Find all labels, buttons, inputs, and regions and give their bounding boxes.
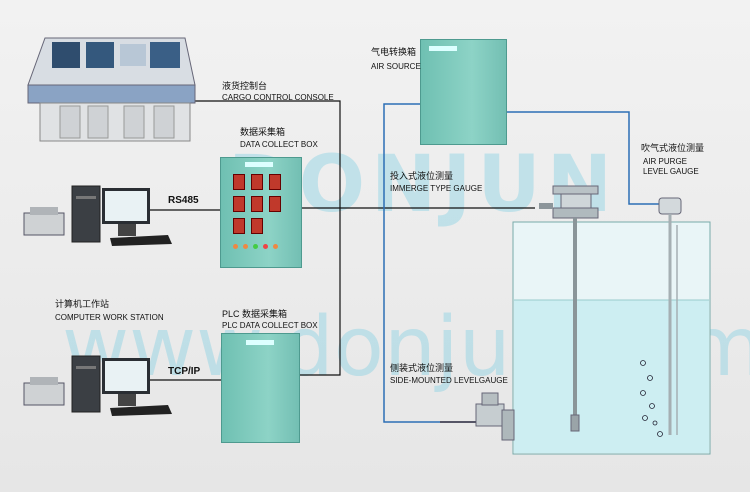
dcb-label-en: DATA COLLECT BOX xyxy=(240,140,318,149)
console-to-plc-line xyxy=(195,100,341,376)
data-collect-box xyxy=(220,157,302,268)
immerge-connector xyxy=(539,203,553,209)
console-label-en: CARGO CONTROL CONSOLE xyxy=(222,93,334,102)
plc-data-collect-box xyxy=(221,333,300,443)
tank-liquid xyxy=(514,300,709,453)
purge-head xyxy=(658,197,682,215)
immerge-label-cn: 投入式液位测量 xyxy=(390,171,454,181)
immerge-flange-top xyxy=(552,185,599,195)
air-source-line xyxy=(383,103,440,423)
computer-rs485 xyxy=(23,185,172,246)
purge-label-en1: AIR PURGE xyxy=(643,157,688,166)
plc-label-en: PLC DATA COLLECT BOX xyxy=(222,321,318,330)
air-source-cabinet xyxy=(420,39,507,145)
side-gauge-label-en: SIDE-MOUNTED LEVELGAUGE xyxy=(390,376,508,385)
dcb-label-cn: 数据采集箱 xyxy=(240,127,286,137)
immerge-body xyxy=(560,193,592,209)
rs485-label: RS485 xyxy=(168,195,199,206)
tcpip-label: TCP/IP xyxy=(168,366,201,377)
air-source-label-en: AIR SOURCE xyxy=(371,62,421,71)
purge-label-en2: LEVEL GAUGE xyxy=(643,167,699,176)
side-gauge-body xyxy=(475,403,505,427)
immerge-flange-bottom xyxy=(552,207,599,219)
cargo-control-console xyxy=(27,37,196,142)
workstation-label-en: COMPUTER WORK STATION xyxy=(55,313,164,322)
air-purge-line xyxy=(505,111,660,205)
plc-label-cn: PLC 数据采集箱 xyxy=(222,309,288,319)
computer-tcpip xyxy=(23,355,172,416)
workstation-label-cn: 计算机工作站 xyxy=(55,299,110,309)
display-panel xyxy=(233,174,289,236)
indicator-lamps xyxy=(233,244,289,250)
console-label-cn: 液货控制台 xyxy=(222,81,268,91)
purge-bubbles xyxy=(640,360,663,437)
purge-label-cn: 吹气式液位测量 xyxy=(641,143,705,153)
air-source-label-cn: 气电转换箱 xyxy=(371,47,417,57)
side-gauge-label-cn: 侧装式液位测量 xyxy=(390,363,454,373)
immerge-label-en: IMMERGE TYPE GAUGE xyxy=(390,184,483,193)
